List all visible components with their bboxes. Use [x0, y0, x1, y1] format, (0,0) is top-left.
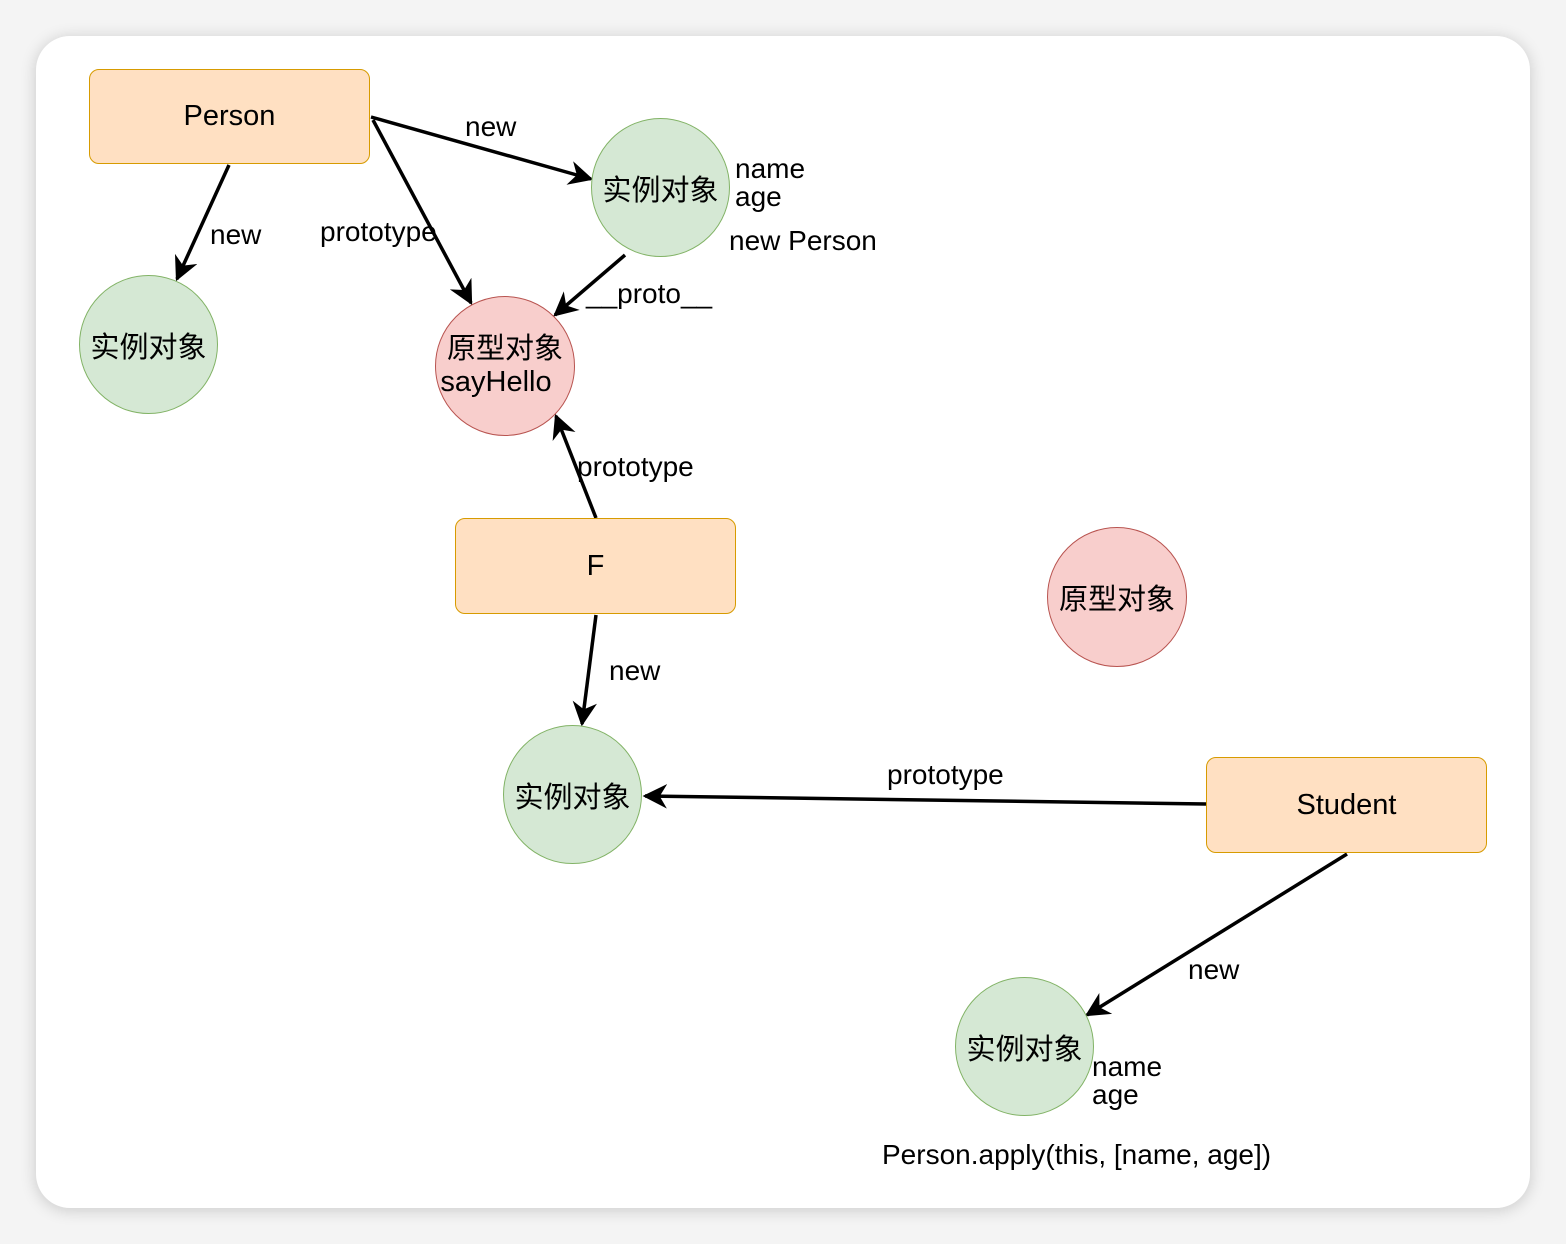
edge-label-person-new-right: new: [465, 111, 517, 142]
edge-f-to-prototype: [552, 413, 598, 519]
prototype-object-node[interactable]: 原型对象 sayHello: [435, 296, 575, 436]
edge-label-person-prototype: prototype: [320, 216, 437, 247]
diagram-canvas: [36, 36, 1530, 1208]
person-instance-prop-name: name: [735, 153, 806, 184]
edge-f-to-instance: [572, 614, 598, 727]
student-instance-props: name age: [1092, 1053, 1162, 1109]
person-node[interactable]: Person: [89, 69, 370, 164]
edge-label-student-prototype: prototype: [887, 759, 1004, 790]
edge-student-to-instance: [1084, 852, 1348, 1017]
person-instance-note: new Person: [729, 225, 877, 256]
edge-label-proto: __proto__: [586, 278, 713, 309]
edge-label-person-new-left: new: [210, 219, 262, 250]
student-node[interactable]: Student: [1206, 757, 1487, 853]
edge-label-student-new: new: [1188, 954, 1240, 985]
student-instance-note: Person.apply(this, [name, age]): [882, 1139, 1272, 1170]
instance-object-f[interactable]: 实例对象: [503, 725, 642, 864]
instance-object-person-left[interactable]: 实例对象: [79, 275, 218, 414]
prototype-object-method: sayHello: [440, 366, 552, 398]
prototype-object-lone[interactable]: 原型对象: [1047, 527, 1187, 667]
edge-label-f-prototype: prototype: [577, 451, 694, 482]
instance-object-person-right[interactable]: 实例对象: [591, 118, 730, 257]
instance-object-student[interactable]: 实例对象: [955, 977, 1094, 1116]
edge-instance-to-prototype: [553, 253, 627, 317]
edge-person-to-instance-left: [175, 164, 231, 282]
edge-label-f-new: new: [609, 655, 661, 686]
edge-student-to-instance-f: [642, 784, 1207, 809]
f-node[interactable]: F: [455, 518, 736, 614]
prototype-object-title: 原型对象: [446, 332, 563, 365]
person-instance-prop-age: age: [735, 181, 782, 212]
student-instance-prop-name: name: [1092, 1051, 1163, 1082]
edge-person-to-prototype: [371, 119, 473, 306]
edge-person-to-instance-right: [370, 115, 594, 185]
student-instance-prop-age: age: [1092, 1079, 1139, 1110]
person-instance-props: name age: [735, 155, 805, 211]
